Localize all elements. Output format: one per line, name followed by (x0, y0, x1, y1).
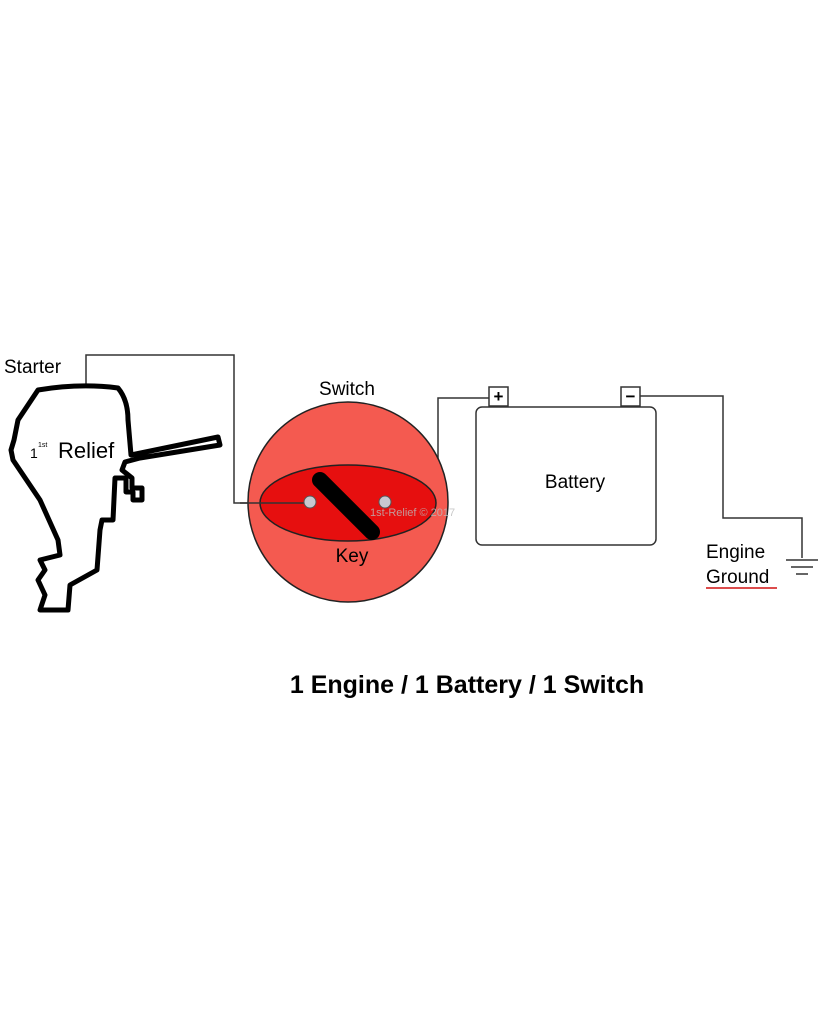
negative-wire (640, 395, 803, 558)
diagram-title: 1 Engine / 1 Battery / 1 Switch (290, 671, 644, 699)
outboard-engine-outline (8, 383, 223, 613)
switch-contact-left (303, 495, 317, 509)
switch-contact-right (378, 495, 392, 509)
ground-icon (786, 559, 818, 575)
minus-icon: − (626, 387, 636, 406)
ground-label: Ground (706, 567, 769, 588)
plus-icon: + (494, 387, 504, 406)
battery-label: Battery (545, 472, 606, 493)
positive-terminal (488, 386, 509, 407)
negative-terminal (620, 386, 641, 407)
starter-label: Starter (4, 357, 62, 378)
logo-number: 1 (30, 445, 38, 461)
logo-text: Relief (58, 438, 115, 463)
logo-superscript: 1st (38, 442, 47, 449)
battery (475, 406, 657, 546)
watermark: 1st-Relief © 2017 (370, 507, 455, 519)
key-label: Key (336, 546, 369, 567)
switch-label: Switch (319, 379, 375, 400)
switch-key[interactable] (312, 472, 380, 540)
engine-label: Engine (706, 542, 765, 563)
